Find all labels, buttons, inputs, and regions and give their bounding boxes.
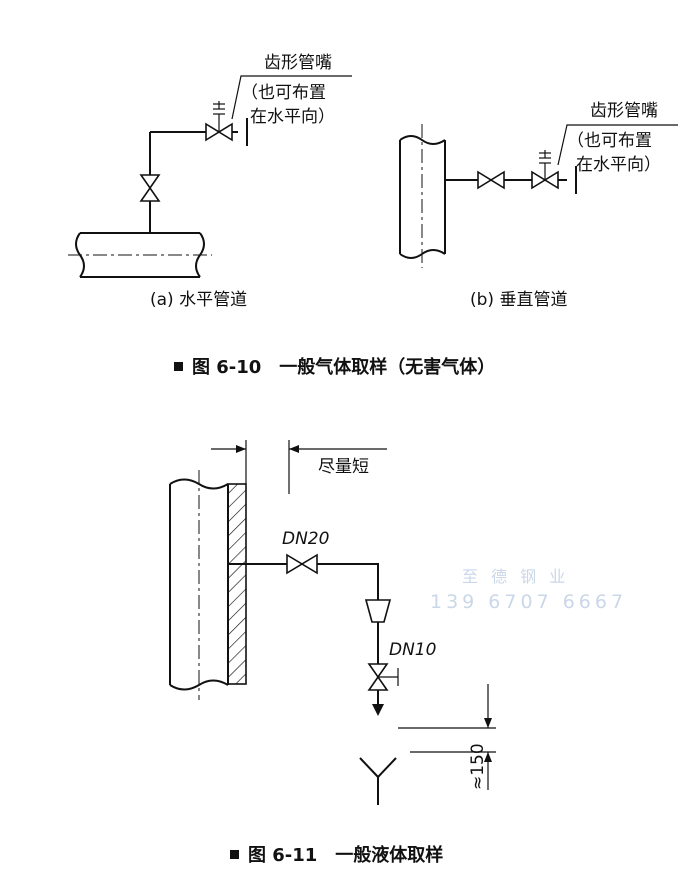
dimension-150: ≈150 [398, 684, 496, 790]
vertical-pipe [169, 470, 229, 700]
note-a-line1: 齿形管嘴 [264, 53, 332, 73]
flow-arrow-icon [372, 704, 384, 716]
gate-valve-icon [286, 553, 318, 575]
dim-label-short: 尽量短 [318, 457, 369, 477]
note-b-line3: 在水平向） [576, 155, 661, 175]
caption-bullet-icon [230, 850, 239, 859]
horizontal-pipe [68, 232, 212, 278]
watermark: 至 德 钢 业 139 6707 6667 [430, 567, 627, 613]
note-b-line1: 齿形管嘴 [590, 101, 658, 121]
leader-line-a [231, 75, 352, 120]
gate-valve-icon [139, 174, 161, 202]
panel-b-label: (b) 垂直管道 [470, 290, 567, 310]
watermark-company: 至 德 钢 业 [462, 567, 569, 586]
gate-valve-icon [367, 663, 399, 691]
diagram-horizontal-pipe: 齿形管嘴 （也可布置 在水平向） (a) 水平管道 [68, 53, 352, 310]
caption-bullet-icon [174, 362, 183, 371]
diagram-liquid-sampling: 尽量短 DN20 DN10 [169, 440, 496, 805]
gate-valve-icon [477, 170, 505, 190]
note-b-line2: （也可布置 [567, 131, 652, 151]
note-a-line3: 在水平向） [250, 107, 335, 127]
panel-a-label: (a) 水平管道 [150, 290, 247, 310]
reducer-icon [364, 599, 392, 623]
dim-label-150: ≈150 [468, 743, 488, 790]
valve-size-dn20: DN20 [282, 529, 329, 549]
funnel-icon [359, 757, 397, 779]
figure-6-11-caption: 图 6-11 一般液体取样 [248, 844, 443, 866]
sampling-valve-icon [205, 101, 233, 142]
diagram-vertical-pipe: 齿形管嘴 （也可布置 在水平向） (b) 垂直管道 [399, 101, 678, 310]
sampling-valve-icon [531, 150, 559, 190]
branch-line-liquid [228, 563, 379, 600]
watermark-phone: 139 6707 6667 [430, 591, 627, 613]
figure-6-10-caption: 图 6-10 一般气体取样（无害气体） [192, 356, 495, 378]
note-a-line2: （也可布置 [241, 83, 326, 103]
leader-line-b [557, 124, 678, 166]
insulation-layer [227, 483, 247, 685]
dimension-short: 尽量短 [211, 440, 387, 494]
vertical-pipe [399, 124, 446, 268]
valve-size-dn10: DN10 [389, 640, 436, 660]
